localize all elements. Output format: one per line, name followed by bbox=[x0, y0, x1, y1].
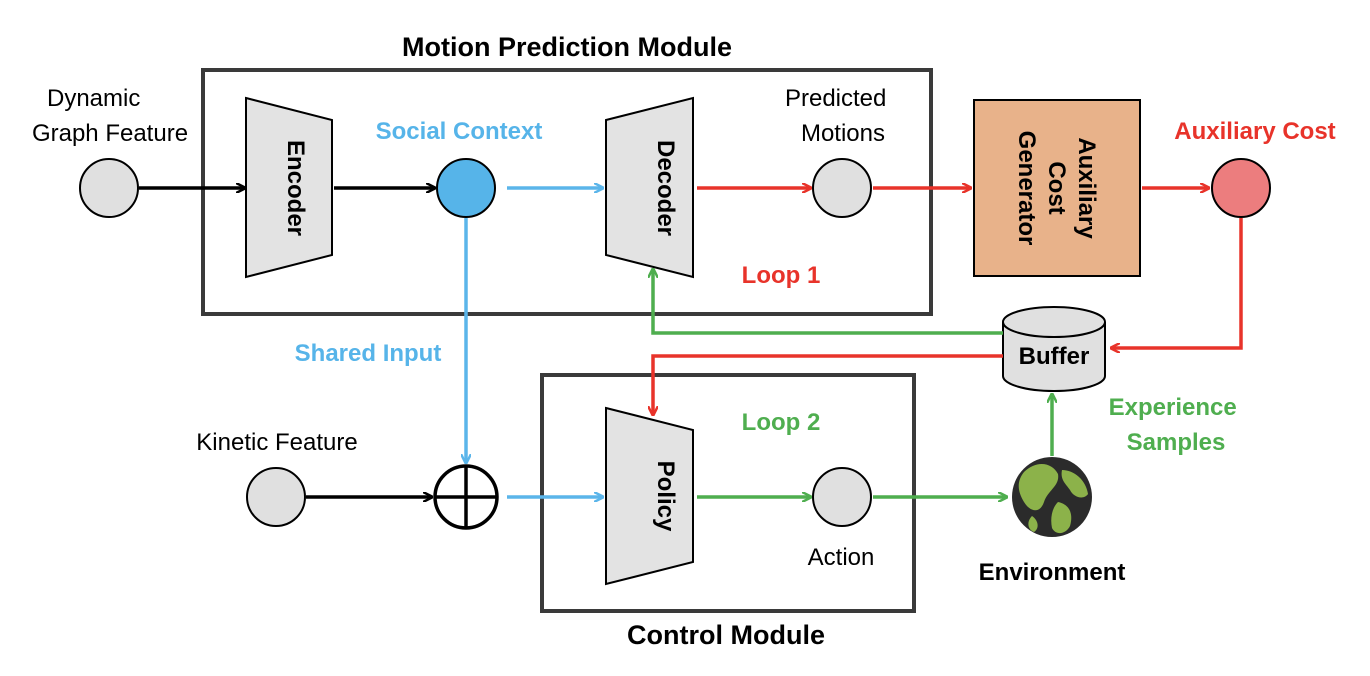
arrow-buffer-to-decoder bbox=[653, 270, 1003, 335]
social-context-node bbox=[436, 158, 496, 218]
dynamic-graph-feature-line1: Dynamic bbox=[47, 85, 140, 112]
encoder-label: Encoder bbox=[282, 140, 309, 236]
experience-samples-line2: Samples bbox=[1127, 429, 1226, 456]
generator-line1: Auxiliary bbox=[1073, 137, 1100, 239]
action-node bbox=[812, 467, 872, 527]
auxiliary-cost-label: Auxiliary Cost bbox=[1174, 118, 1335, 145]
environment-label: Environment bbox=[979, 559, 1126, 586]
predicted-motions-line2: Motions bbox=[801, 120, 885, 147]
policy-label: Policy bbox=[652, 461, 679, 532]
experience-samples-line1: Experience bbox=[1109, 394, 1237, 421]
encoder-block bbox=[245, 96, 333, 279]
buffer-cylinder bbox=[1002, 306, 1106, 392]
predicted-motions-label: Predicted Motions bbox=[785, 85, 893, 147]
loop2-label: Loop 2 bbox=[742, 409, 821, 436]
generator-line3: Generator bbox=[1013, 131, 1040, 246]
generator-line2: Cost bbox=[1043, 161, 1070, 214]
dynamic-graph-feature-line2: Graph Feature bbox=[32, 120, 188, 147]
motion-prediction-module-box bbox=[201, 68, 933, 316]
buffer-label: Buffer bbox=[1019, 343, 1090, 370]
motion-prediction-module-title: Motion Prediction Module bbox=[402, 32, 732, 62]
decoder-label: Decoder bbox=[652, 140, 679, 236]
experience-samples-label: Experience Samples bbox=[1109, 394, 1244, 456]
globe-icon bbox=[1012, 457, 1092, 537]
circled-plus-icon bbox=[433, 464, 499, 530]
control-module-title: Control Module bbox=[627, 620, 825, 650]
policy-block bbox=[605, 406, 694, 586]
auxiliary-cost-generator-block bbox=[973, 99, 1141, 277]
social-context-label: Social Context bbox=[376, 118, 543, 145]
predicted-motions-node bbox=[812, 158, 872, 218]
dynamic-graph-feature-label: Dynamic Graph Feature bbox=[32, 85, 188, 147]
auxiliary-cost-node bbox=[1211, 158, 1271, 218]
auxiliary-cost-generator-label: Auxiliary Cost Generator bbox=[1013, 131, 1100, 246]
kinetic-feature-label: Kinetic Feature bbox=[196, 429, 357, 456]
arrow-buffer-to-policy bbox=[653, 354, 1003, 414]
control-module-box bbox=[540, 373, 916, 613]
predicted-motions-line1: Predicted bbox=[785, 85, 886, 112]
decoder-block bbox=[605, 96, 694, 279]
action-label: Action bbox=[808, 544, 875, 571]
kinetic-feature-node bbox=[246, 467, 306, 527]
loop1-label: Loop 1 bbox=[742, 262, 821, 289]
shared-input-label: Shared Input bbox=[295, 340, 442, 367]
arrow-cost-to-buffer bbox=[1112, 218, 1243, 348]
dynamic-graph-feature-node bbox=[79, 158, 139, 218]
